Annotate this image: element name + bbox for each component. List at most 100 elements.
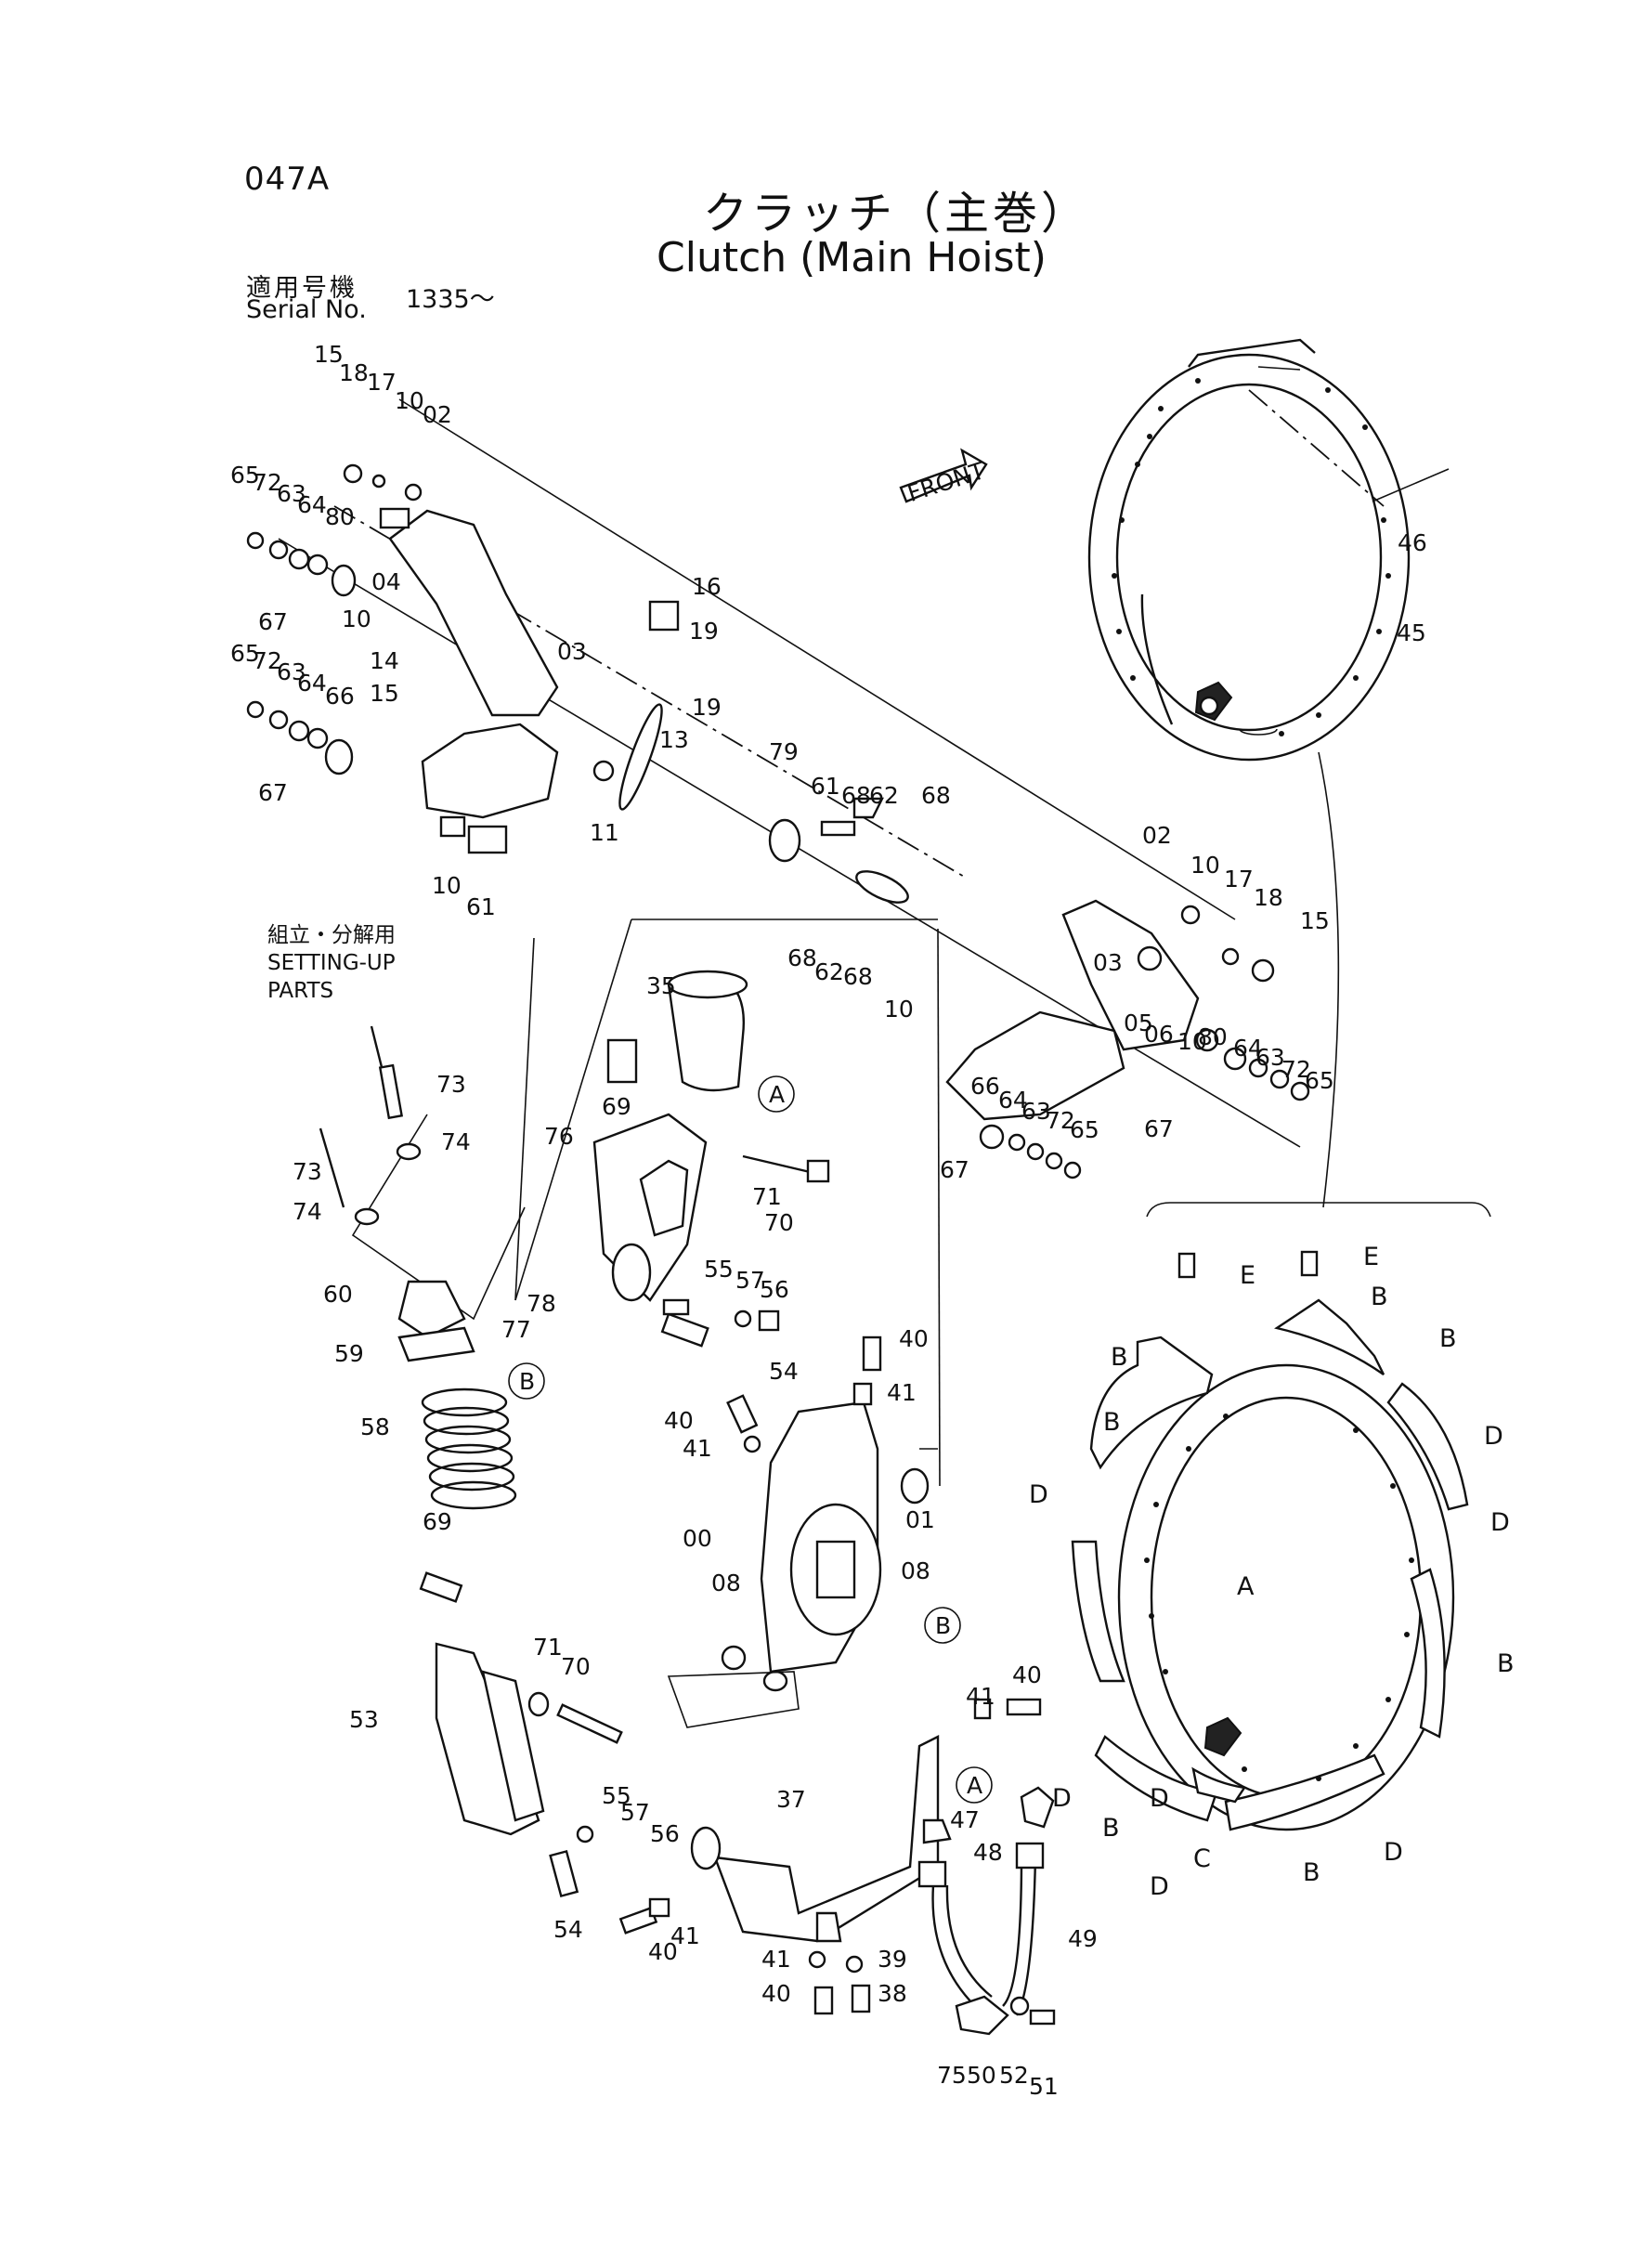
part-label-73: 73 — [436, 1071, 466, 1098]
assembly-frame-lines — [351, 919, 941, 1487]
part-label-08: 08 — [901, 1557, 930, 1584]
setting-up-note-en-2: PARTS — [267, 979, 334, 1003]
bracket-37 — [690, 1735, 940, 1943]
setting-up-note-jp: 組立・分解用 — [267, 923, 396, 947]
part-label-41: 41 — [761, 1946, 791, 1973]
view-reference-circles — [508, 1075, 993, 1804]
part-label-54: 54 — [553, 1916, 583, 1943]
part-label-74: 74 — [293, 1198, 322, 1225]
part-label-15: 15 — [314, 341, 344, 368]
part-label-68: 68 — [841, 782, 871, 809]
part-label-78: 78 — [527, 1290, 556, 1317]
part-label-68: 68 — [921, 782, 951, 809]
title-japanese: クラッチ（主巻） — [703, 188, 1090, 240]
part-label-10: 10 — [342, 606, 371, 632]
part-label-76: 76 — [544, 1123, 574, 1150]
part-label-62: 62 — [869, 782, 899, 809]
part-label-61: 61 — [466, 893, 496, 920]
part-label-64: 64 — [998, 1087, 1028, 1114]
part-label-50: 50 — [967, 2062, 996, 2089]
part-label-19: 19 — [689, 618, 719, 645]
serial-label-japanese: 適用号機 — [246, 274, 358, 303]
part-label-47: 47 — [950, 1806, 980, 1833]
part-label-14: 14 — [370, 647, 399, 674]
view-letter-A: A — [967, 1772, 982, 1799]
part-label-67: 67 — [940, 1156, 969, 1183]
lining-label-B: B — [1111, 1343, 1128, 1372]
lining-label-B: B — [1497, 1649, 1515, 1678]
lining-label-E: E — [1240, 1261, 1255, 1290]
serial-label-english: Serial No. — [246, 295, 367, 324]
part-label-10: 10 — [884, 996, 914, 1023]
lining-label-B: B — [1102, 1814, 1120, 1843]
part-label-59: 59 — [334, 1340, 364, 1367]
lining-label-D: D — [1052, 1784, 1072, 1813]
part-label-05: 05 — [1124, 1010, 1153, 1036]
part-label-18: 18 — [1254, 884, 1283, 911]
brake-band-assembly — [1087, 338, 1450, 762]
part-label-16: 16 — [692, 573, 722, 600]
setting-up-note-en-1: SETTING-UP — [267, 951, 396, 975]
part-label-41: 41 — [670, 1922, 700, 1949]
leader-band-to-lining — [1318, 751, 1340, 1208]
part-label-70: 70 — [764, 1209, 794, 1236]
part-label-77: 77 — [501, 1316, 531, 1343]
view-letter-A: A — [769, 1081, 785, 1108]
part-label-63: 63 — [1255, 1044, 1285, 1071]
part-label-64: 64 — [297, 491, 327, 518]
lining-label-E: E — [1363, 1243, 1379, 1271]
lining-group-bracket — [1146, 1202, 1491, 1218]
lining-label-D: D — [1384, 1838, 1403, 1867]
part-label-72: 72 — [1281, 1056, 1311, 1083]
lining-label-B: B — [1103, 1408, 1121, 1437]
part-label-13: 13 — [659, 726, 689, 753]
serial-value: 1335～ — [406, 285, 495, 314]
part-label-10: 10 — [1190, 852, 1220, 879]
lining-label-B: B — [1303, 1858, 1320, 1887]
part-label-00: 00 — [683, 1525, 712, 1552]
part-label-71: 71 — [533, 1634, 563, 1661]
part-label-18: 18 — [339, 359, 369, 386]
part-label-72: 72 — [1046, 1107, 1075, 1134]
part-label-35: 35 — [646, 972, 676, 999]
part-label-02: 02 — [1142, 822, 1172, 849]
part-label-56: 56 — [760, 1276, 789, 1303]
part-label-70: 70 — [561, 1653, 591, 1680]
part-label-57: 57 — [620, 1799, 650, 1826]
part-label-40: 40 — [648, 1938, 678, 1965]
part-label-68: 68 — [787, 945, 817, 971]
part-label-11: 11 — [590, 819, 619, 846]
part-label-17: 17 — [1224, 866, 1254, 892]
lining-label-D: D — [1484, 1422, 1503, 1451]
lining-label-B: B — [1371, 1283, 1388, 1311]
front-arrow: FRONT — [899, 448, 989, 507]
part-label-38: 38 — [878, 1980, 907, 2007]
part-label-69: 69 — [602, 1093, 631, 1120]
page-code: 047A — [244, 161, 331, 198]
setting-up-note: 組立・分解用 SETTING-UP PARTS — [267, 921, 396, 1005]
part-label-10: 10 — [1177, 1028, 1207, 1055]
part-label-08: 08 — [711, 1570, 741, 1596]
misc-bolts — [648, 1298, 1042, 1918]
part-label-61: 61 — [811, 773, 840, 800]
part-label-71: 71 — [752, 1183, 782, 1210]
part-label-67: 67 — [1144, 1115, 1174, 1142]
part-label-65: 65 — [1305, 1067, 1334, 1094]
part-label-17: 17 — [367, 369, 397, 396]
clutch-housing — [667, 1401, 930, 1728]
part-label-56: 56 — [650, 1820, 680, 1847]
part-label-63: 63 — [277, 480, 306, 507]
part-label-06: 06 — [1144, 1021, 1174, 1048]
front-arrow-label: FRONT — [904, 457, 989, 507]
part-label-80: 80 — [1198, 1023, 1228, 1050]
part-label-49: 49 — [1068, 1925, 1098, 1952]
part-label-41: 41 — [966, 1683, 995, 1710]
part-label-79: 79 — [769, 738, 799, 765]
part-label-65: 65 — [230, 640, 260, 667]
part-label-58: 58 — [360, 1414, 390, 1440]
part-label-40: 40 — [761, 1980, 791, 2007]
hose-assembly — [808, 1786, 1056, 2036]
part-label-73: 73 — [293, 1158, 322, 1185]
